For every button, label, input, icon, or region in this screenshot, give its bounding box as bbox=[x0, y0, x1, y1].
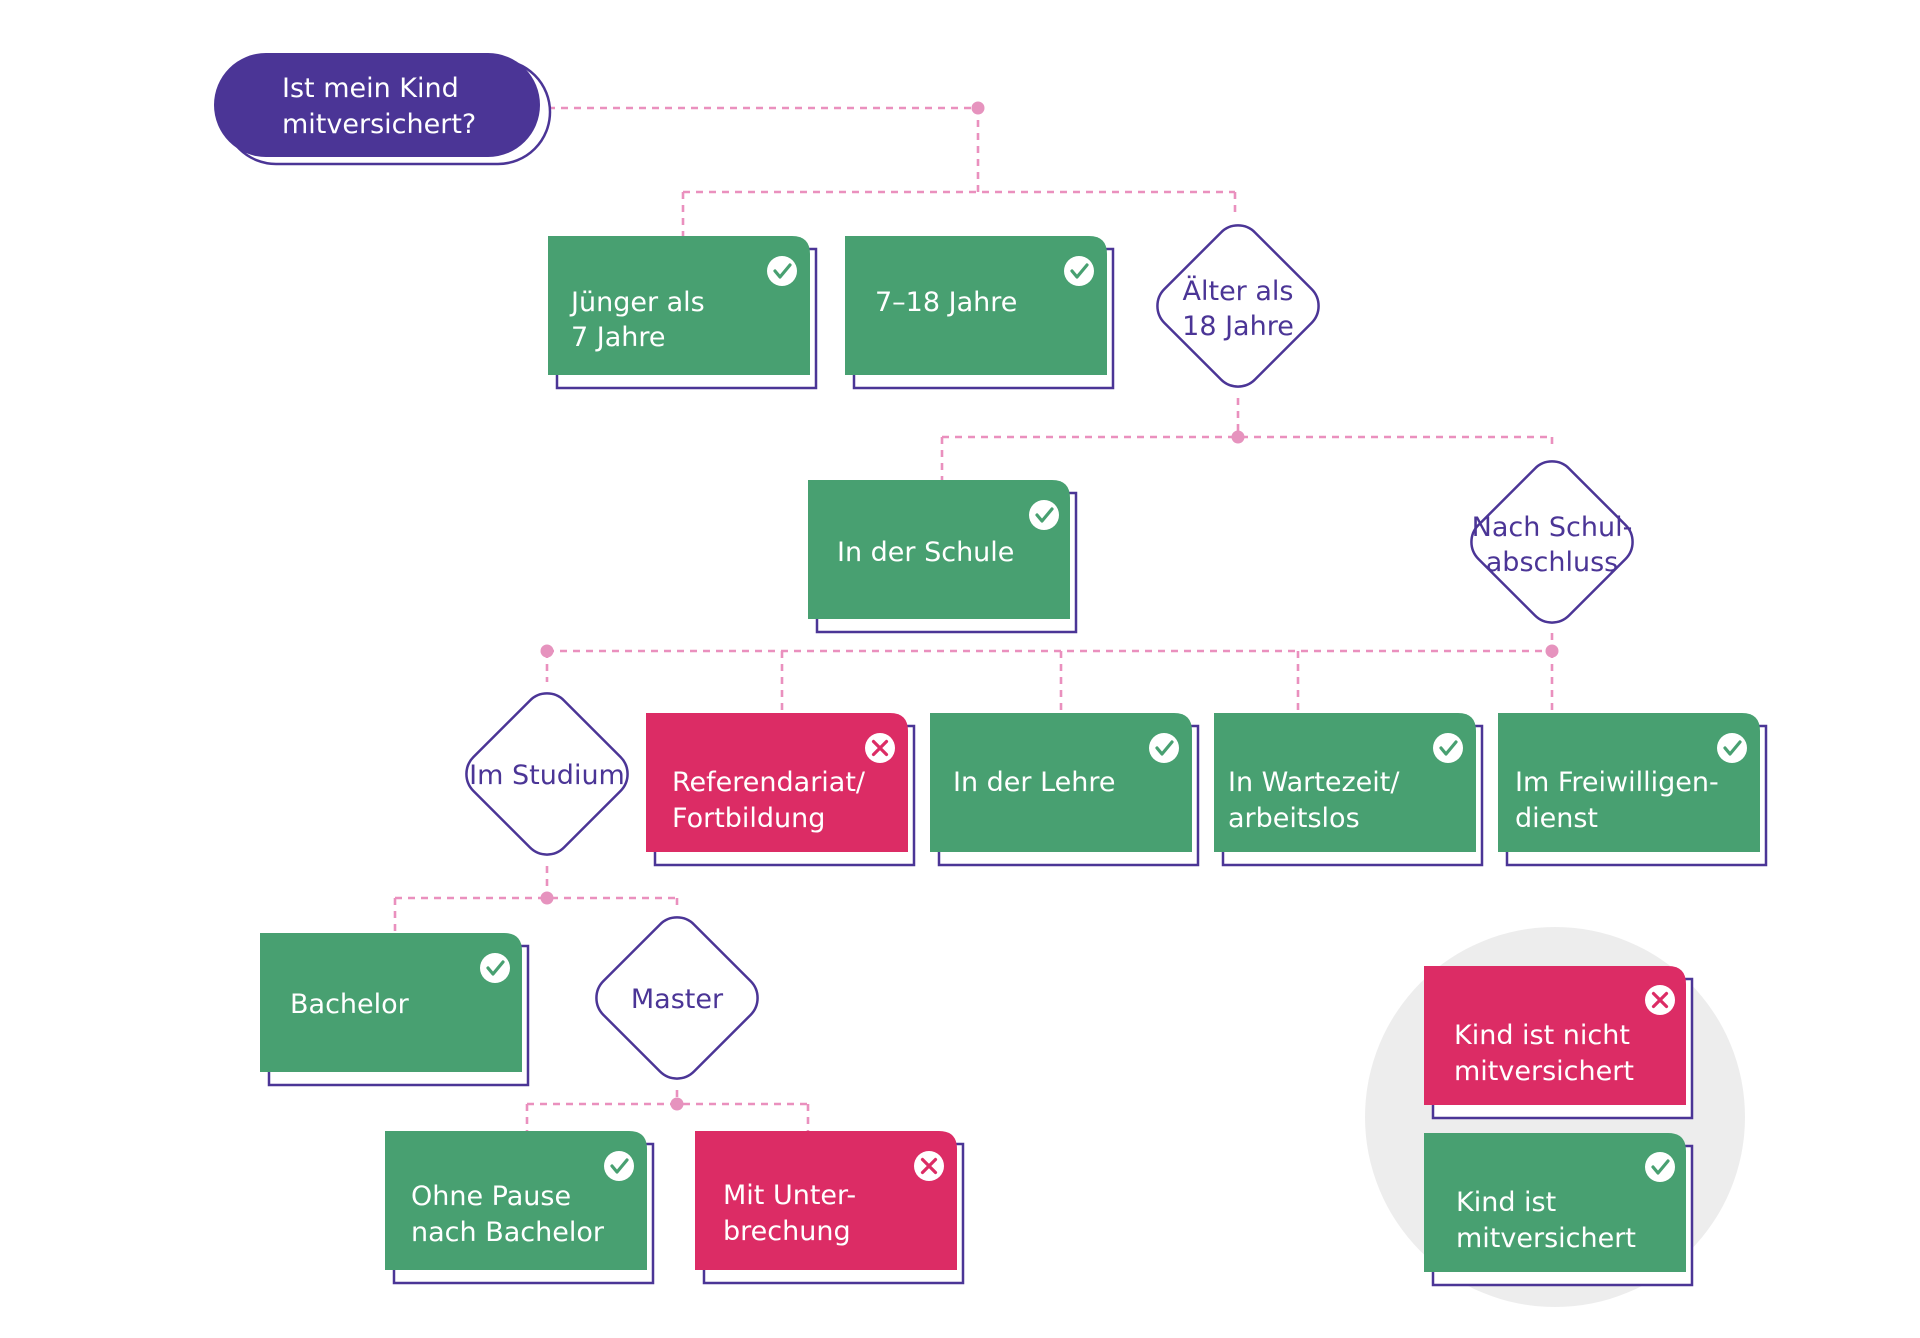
card-interrupted: Mit Unter- brechung bbox=[695, 1131, 965, 1285]
junction-dot bbox=[670, 1097, 684, 1111]
decision-master: Master bbox=[595, 916, 759, 1080]
card-voluntary-service: Im Freiwilligen- dienst bbox=[1498, 713, 1768, 867]
legend-text-line-1: Kind ist bbox=[1456, 1187, 1556, 1218]
legend-insured: Kind ist mitversichert bbox=[1424, 1133, 1694, 1287]
card-age-7-18: 7–18 Jahre bbox=[845, 236, 1115, 390]
legend-text-line-2: mitversichert bbox=[1454, 1056, 1634, 1087]
card-text-line-1: Referendariat/ bbox=[672, 767, 866, 798]
decision-over-18: Älter als 18 Jahre bbox=[1156, 224, 1320, 388]
card-apprenticeship: In der Lehre bbox=[930, 713, 1200, 867]
card-traineeship: Referendariat/ Fortbildung bbox=[646, 713, 916, 867]
check-icon bbox=[767, 256, 797, 286]
card-text-line-1: 7–18 Jahre bbox=[875, 287, 1017, 318]
card-text-line-2: Fortbildung bbox=[672, 803, 825, 834]
card-under-7: Jünger als 7 Jahre bbox=[548, 236, 818, 390]
decision-text-line-1: Master bbox=[631, 984, 724, 1015]
card-text-line-1: In der Lehre bbox=[953, 767, 1116, 798]
check-icon bbox=[1717, 733, 1747, 763]
card-bachelor: Bachelor bbox=[260, 933, 530, 1087]
x-icon bbox=[865, 733, 895, 763]
decision-text-line-1: Nach Schul- bbox=[1472, 512, 1633, 543]
x-icon bbox=[1645, 985, 1675, 1015]
card-text-line-2: dienst bbox=[1515, 803, 1598, 834]
card-in-school: In der Schule bbox=[808, 480, 1078, 634]
decision-text-line-1: Im Studium bbox=[469, 760, 625, 791]
junction-dot bbox=[1231, 430, 1245, 444]
check-icon bbox=[1064, 256, 1094, 286]
x-icon bbox=[914, 1151, 944, 1181]
start-line-1: Ist mein Kind bbox=[282, 73, 459, 104]
card-text-line-1: Ohne Pause bbox=[411, 1181, 571, 1212]
card-text-line-2: 7 Jahre bbox=[571, 322, 666, 353]
card-waiting-unemployed: In Wartezeit/ arbeitslos bbox=[1214, 713, 1484, 867]
card-text-line-1: In der Schule bbox=[837, 537, 1014, 568]
check-icon bbox=[1433, 733, 1463, 763]
card-text-line-1: Jünger als bbox=[569, 287, 705, 318]
check-icon bbox=[1645, 1152, 1675, 1182]
decision-text-line-1: Älter als bbox=[1183, 275, 1294, 307]
legend-text-line-2: mitversichert bbox=[1456, 1223, 1636, 1254]
decision-after-graduation: Nach Schul- abschluss bbox=[1470, 460, 1634, 624]
start-question: Ist mein Kind mitversichert? bbox=[214, 53, 552, 166]
card-text-line-1: Mit Unter- bbox=[723, 1180, 856, 1211]
card-text-line-2: brechung bbox=[723, 1216, 851, 1247]
junctions bbox=[540, 101, 1559, 1111]
junction-dot bbox=[540, 644, 554, 658]
card-no-pause: Ohne Pause nach Bachelor bbox=[385, 1131, 655, 1285]
card-text-line-1: In Wartezeit/ bbox=[1228, 767, 1400, 798]
junction-dot bbox=[1545, 644, 1559, 658]
check-icon bbox=[1149, 733, 1179, 763]
check-icon bbox=[480, 953, 510, 983]
legend-not-insured: Kind ist nicht mitversichert bbox=[1424, 966, 1694, 1120]
check-icon bbox=[604, 1151, 634, 1181]
card-text-line-1: Bachelor bbox=[290, 989, 410, 1020]
junction-dot bbox=[971, 101, 985, 115]
check-icon bbox=[1029, 500, 1059, 530]
legend-text-line-1: Kind ist nicht bbox=[1454, 1020, 1630, 1051]
decision-studying: Im Studium bbox=[465, 692, 629, 856]
card-text-line-2: arbeitslos bbox=[1228, 803, 1360, 834]
decision-text-line-2: 18 Jahre bbox=[1182, 311, 1294, 342]
card-text-line-1: Im Freiwilligen- bbox=[1515, 767, 1719, 798]
start-line-2: mitversichert? bbox=[282, 109, 476, 140]
junction-dot bbox=[540, 891, 554, 905]
card-text-line-2: nach Bachelor bbox=[411, 1217, 605, 1248]
decision-text-line-2: abschluss bbox=[1486, 547, 1618, 578]
